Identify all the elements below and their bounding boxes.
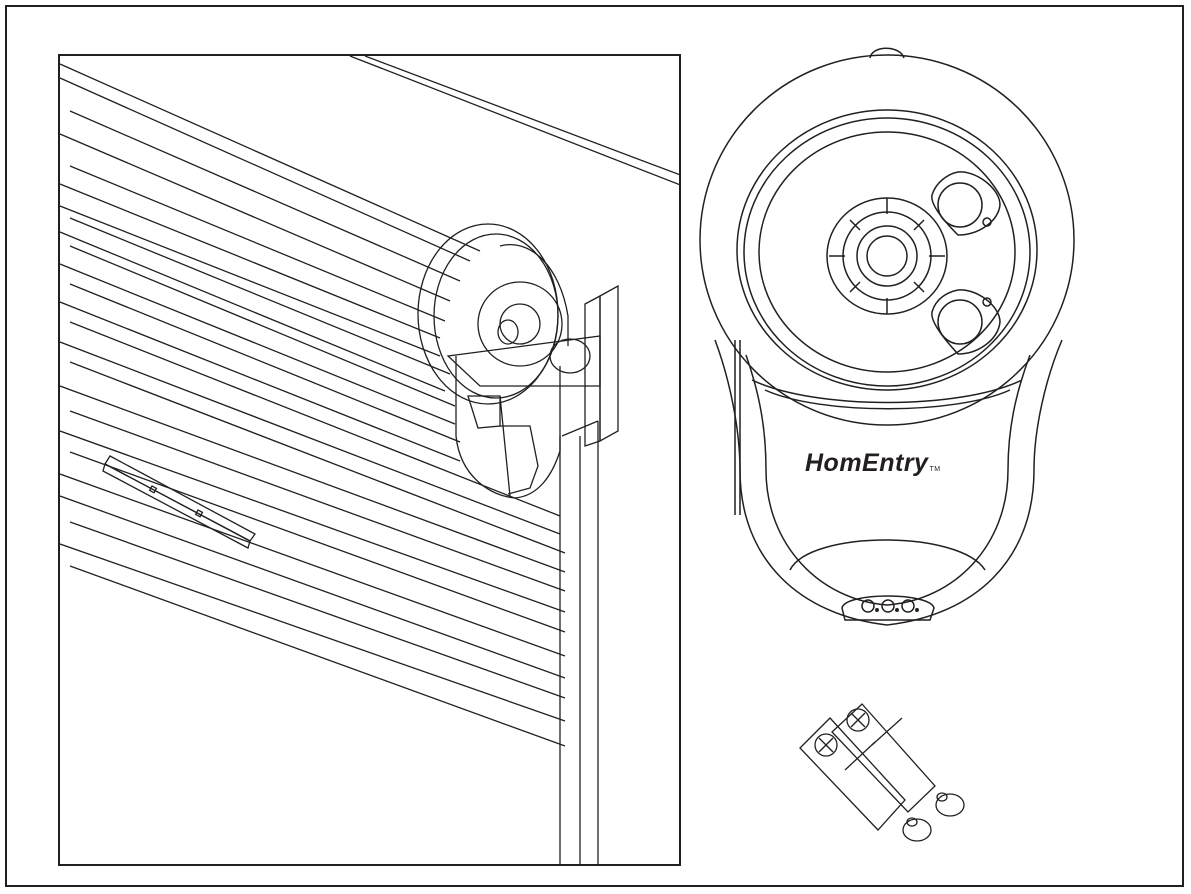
remote-controls-drawing [799,703,965,842]
brand-name: HomEntry [805,449,929,477]
outer-frame [5,5,1184,887]
trademark-symbol: TM [929,466,941,473]
roller-door-illustration-panel [58,54,681,866]
homentry-logo: HomEntryTM [805,449,965,478]
roller-door-drawing [60,56,679,864]
